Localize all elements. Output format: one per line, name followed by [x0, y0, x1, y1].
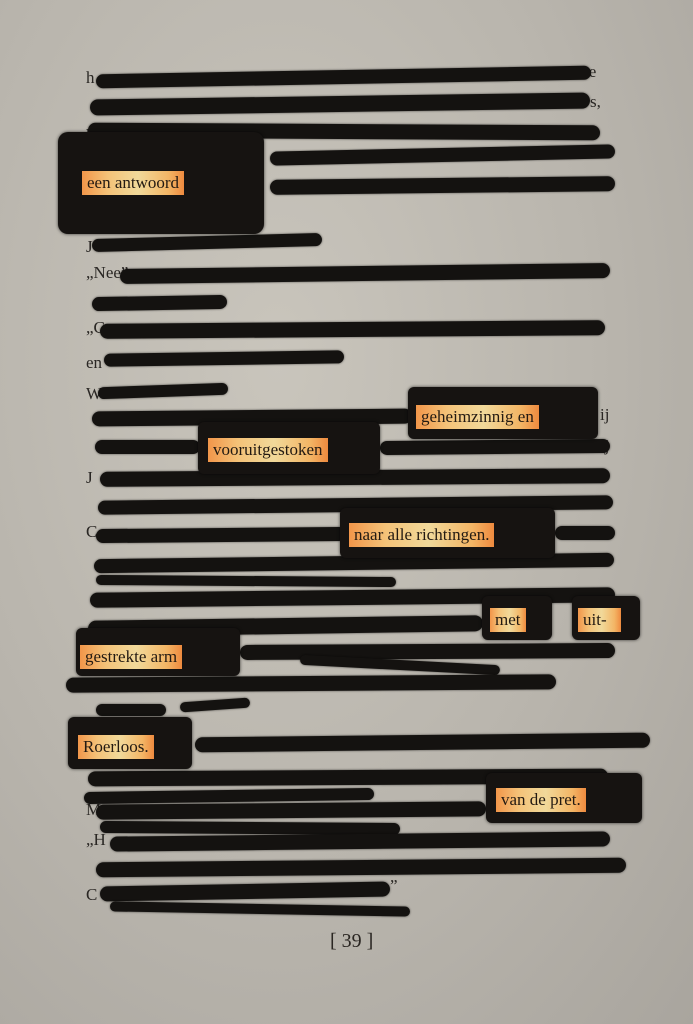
highlighted-word: gestrekte arm — [80, 645, 183, 669]
page-number: [ 39 ] — [330, 930, 374, 952]
redaction-stroke — [91, 294, 228, 312]
redaction-stroke — [89, 92, 591, 116]
redaction-stroke — [96, 704, 166, 716]
redaction-stroke — [97, 382, 229, 400]
ghost-text: „H — [86, 830, 106, 849]
redaction-stroke — [194, 732, 651, 753]
highlighted-word: uit- — [578, 608, 621, 632]
redaction-stroke — [109, 901, 411, 917]
redaction-stroke — [95, 65, 592, 89]
redaction-stroke — [99, 820, 401, 836]
redaction-stroke — [95, 526, 347, 544]
ghost-text: „Nee” — [86, 263, 129, 282]
redaction-stroke — [239, 643, 616, 660]
ghost-text: h — [86, 68, 95, 87]
ghost-text: ” — [390, 876, 398, 895]
redaction-stroke — [269, 144, 616, 166]
redaction-stroke — [109, 831, 611, 852]
redaction-stroke — [95, 440, 200, 454]
ghost-text: C — [86, 522, 98, 541]
ghost-text: s, — [590, 92, 601, 111]
redaction-stroke — [65, 674, 557, 693]
redaction-stroke — [119, 263, 611, 284]
redaction-stroke — [95, 574, 397, 588]
redaction-stroke — [95, 801, 487, 820]
redaction-stroke — [555, 526, 615, 540]
highlighted-word: naar alle richtingen. — [349, 523, 495, 547]
ghost-text: ij — [600, 405, 610, 424]
redaction-stroke — [95, 857, 627, 878]
redaction-stroke — [99, 881, 391, 902]
highlighted-word: Roerloos. — [78, 735, 154, 759]
redaction-stroke — [83, 787, 375, 805]
redaction-stroke — [103, 350, 345, 367]
redaction-stroke — [179, 697, 251, 713]
redaction-stroke — [269, 176, 616, 195]
highlighted-word: vooruitgestoken — [208, 438, 328, 462]
redaction-stroke — [379, 438, 611, 456]
redaction-stroke — [99, 320, 606, 339]
highlighted-word: geheimzinnig en — [416, 405, 539, 429]
ghost-text: J — [86, 237, 93, 256]
ghost-text: C — [86, 885, 98, 904]
ghost-text: J — [86, 468, 93, 487]
ghost-text: en — [86, 353, 103, 372]
highlighted-word: met — [490, 608, 526, 632]
highlighted-word: een antwoord — [82, 171, 185, 195]
highlighted-word: van de pret. — [496, 788, 586, 812]
redaction-stroke — [91, 232, 323, 253]
